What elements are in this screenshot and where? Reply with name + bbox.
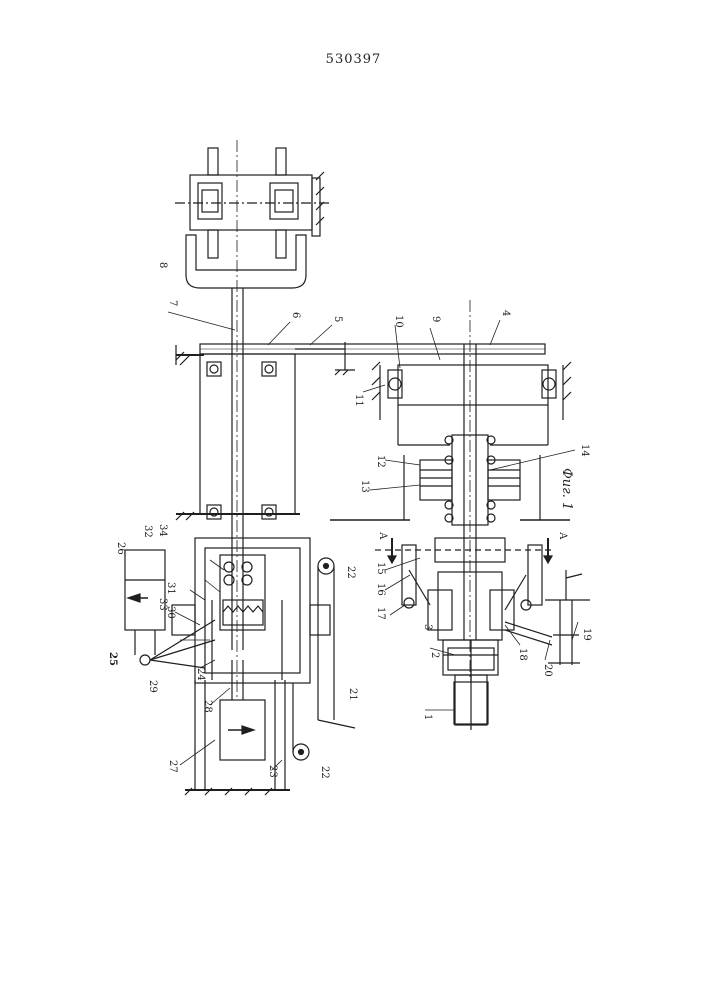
callout-32: 32	[142, 525, 153, 538]
callout-2: 2	[429, 652, 440, 658]
callout-3: 3	[422, 624, 433, 630]
callout-1: 1	[422, 714, 433, 720]
callout-8: 8	[157, 262, 168, 268]
callout-4: 4	[500, 310, 511, 316]
callout-25: 25	[107, 652, 118, 666]
callout-15: 15	[375, 562, 386, 575]
callout-19: 19	[581, 628, 592, 641]
callout-21: 21	[347, 688, 358, 701]
lever-5	[295, 342, 355, 375]
callout-22b: 22	[319, 766, 330, 779]
callout-16: 16	[375, 583, 386, 596]
callout-17: 17	[375, 607, 386, 620]
callout-6: 6	[290, 312, 301, 318]
callout-20: 20	[542, 664, 553, 677]
upper-frame	[176, 344, 570, 520]
cable-21	[293, 558, 355, 760]
callout-12: 12	[375, 455, 386, 468]
gripper-head	[175, 148, 330, 288]
callout-31: 31	[165, 582, 176, 595]
main-rod	[232, 140, 243, 700]
section-mark-right: А	[557, 532, 568, 540]
callout-14: 14	[579, 444, 590, 457]
callout-26: 26	[115, 542, 126, 555]
callout-11: 11	[353, 394, 364, 407]
callout-10: 10	[393, 315, 404, 328]
callout-13: 13	[359, 480, 370, 493]
callout-22a: 22	[345, 566, 356, 579]
section-mark-left: А	[377, 532, 388, 540]
figure-caption: Фиг. 1	[559, 468, 574, 510]
leader-lines	[168, 312, 578, 770]
callout-33: 33	[157, 598, 168, 611]
callout-29: 29	[147, 680, 158, 693]
callout-9: 9	[430, 316, 441, 322]
lower-drive	[402, 538, 590, 730]
callout-24: 24	[195, 668, 206, 681]
callout-5: 5	[332, 316, 343, 322]
callout-34: 34	[157, 524, 168, 537]
callout-28: 28	[202, 700, 213, 713]
callout-27: 27	[167, 760, 178, 773]
drive-assembly	[372, 300, 571, 680]
callout-23: 23	[267, 765, 278, 778]
callout-18: 18	[517, 648, 528, 661]
callout-7: 7	[167, 300, 178, 306]
